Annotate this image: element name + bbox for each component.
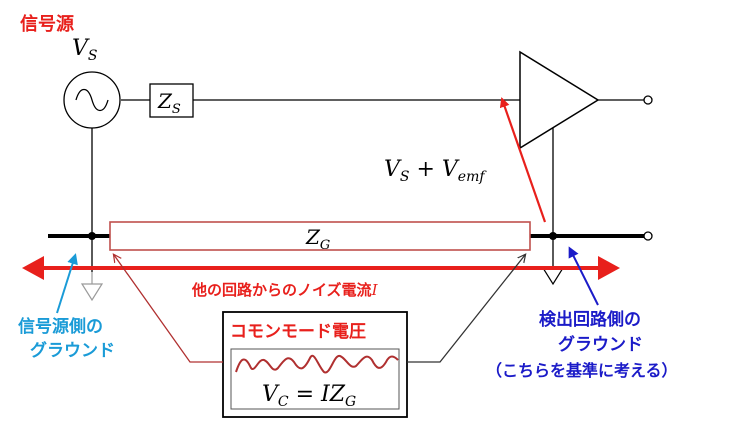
detector-ground-pointer	[568, 246, 599, 306]
amplifier-input-label: VS + Vemf	[384, 157, 487, 185]
noise-current-arrow	[22, 256, 620, 280]
source-symbol: VS	[72, 36, 97, 64]
noise-waveform-icon	[235, 354, 399, 374]
source-ground-pointer	[56, 253, 78, 314]
common-mode-title: コモンモード電圧	[230, 322, 366, 342]
output-terminal-icon	[643, 95, 653, 105]
detector-ground-label-line1: 検出回路側の	[539, 309, 641, 330]
ground-symbol-icon	[541, 267, 565, 286]
source-impedance-box	[149, 83, 194, 118]
detector-ground-label-line2: グラウンド	[558, 334, 643, 355]
ground-impedance-label: ZG	[305, 225, 330, 253]
common-mode-right-lead	[407, 255, 525, 363]
noise-current-label: 他の回路からのノイズ電流I	[191, 281, 379, 299]
ac-source-icon	[63, 71, 121, 129]
source-title: 信号源	[20, 13, 74, 35]
ground-impedance-box	[109, 221, 531, 251]
detector-ground-label-line3: （こちらを基準に考える）	[486, 361, 678, 380]
amplifier-triangle-icon	[519, 50, 600, 150]
ground-terminal-icon	[643, 231, 653, 241]
source-ground-label-line2: グラウンド	[30, 340, 115, 361]
common-mode-left-lead	[114, 255, 223, 363]
source-ground-label-line1: 信号源側の	[18, 316, 103, 337]
common-mode-equation: VC = IZG	[262, 382, 356, 410]
emf-arrow	[499, 97, 547, 223]
signal-wires	[91, 99, 644, 272]
ground-bus	[48, 232, 644, 240]
source-impedance-label: ZS	[157, 89, 181, 117]
ground-symbol-icon	[80, 272, 104, 302]
